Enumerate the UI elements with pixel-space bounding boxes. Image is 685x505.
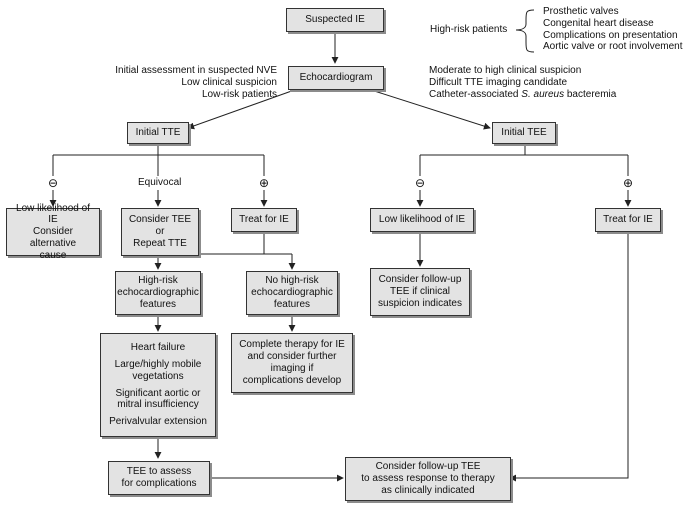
box-line: as clinically indicated bbox=[381, 484, 475, 496]
high-risk-features-box: High-risk echocardiographic features bbox=[115, 271, 201, 315]
tte-low-likelihood-box: Low likelihood of IE Consider alternativ… bbox=[6, 203, 100, 261]
box-line: No high-risk bbox=[265, 275, 319, 287]
box-line: echocardiographic bbox=[251, 287, 333, 299]
left-criteria: Initial assessment in suspected NVE Low … bbox=[60, 65, 277, 100]
box-line: imaging if bbox=[270, 363, 314, 374]
box-line: and consider further bbox=[247, 351, 337, 363]
suspected-ie-box: Suspected IE bbox=[286, 8, 384, 32]
initial-tee-label: Initial TEE bbox=[501, 127, 547, 139]
complete-therapy-box: Complete therapy for IE and consider fur… bbox=[231, 333, 353, 393]
box-line: Consider follow-up TEE bbox=[375, 461, 481, 473]
tee-treat-box: Treat for IE bbox=[595, 208, 661, 232]
treat-label: Treat for IE bbox=[603, 214, 653, 226]
tee-low-likelihood-box: Low likelihood of IE bbox=[370, 208, 474, 232]
box-line: TEE to assess bbox=[126, 466, 192, 478]
box-line: echocardiographic bbox=[117, 287, 199, 299]
tee-assess-complications-box: TEE to assess for complications bbox=[108, 461, 210, 495]
initial-tte-box: Initial TTE bbox=[127, 122, 189, 144]
consider-tee-box: Consider TEE or Repeat TTE bbox=[121, 208, 199, 256]
initial-tee-box: Initial TEE bbox=[492, 122, 556, 144]
box-line: Consider follow-up bbox=[378, 274, 462, 286]
box-line: High-risk bbox=[138, 275, 178, 287]
high-risk-features-list-box: Heart failure Large/highly mobile vegeta… bbox=[100, 333, 216, 437]
organism-name: S. aureus bbox=[521, 88, 565, 100]
box-line: Low likelihood of IE bbox=[16, 202, 90, 226]
box-line: Complete therapy for IE bbox=[239, 339, 345, 351]
box-line: for complications bbox=[121, 478, 197, 489]
suspected-ie-label: Suspected IE bbox=[305, 14, 365, 26]
no-high-risk-features-box: No high-risk echocardiographic features bbox=[246, 271, 338, 315]
criteria-line: Difficult TTE imaging candidate bbox=[429, 76, 568, 88]
criteria-line: Catheter-associated S. aureus bacteremia bbox=[429, 89, 616, 101]
box-line: TEE if clinical bbox=[389, 286, 450, 298]
right-criteria: Moderate to high clinical suspicion Diff… bbox=[429, 65, 616, 100]
high-risk-item: Prosthetic valves bbox=[543, 6, 619, 17]
negative-result-icon: ⊖ bbox=[414, 176, 426, 190]
criteria-line: Low-risk patients bbox=[201, 88, 277, 100]
positive-result-icon: ⊕ bbox=[622, 176, 634, 190]
high-risk-patients-label: High-risk patients bbox=[430, 24, 508, 35]
box-line: or bbox=[155, 226, 165, 238]
box-line: cause bbox=[39, 249, 67, 261]
box-line: complications develop bbox=[242, 374, 342, 386]
feature-item: Heart failure bbox=[130, 342, 186, 354]
initial-tte-label: Initial TTE bbox=[135, 127, 181, 139]
echocardiogram-box: Echocardiogram bbox=[288, 66, 384, 90]
negative-result-icon: ⊖ bbox=[47, 176, 59, 190]
box-line: Repeat TTE bbox=[133, 237, 187, 249]
feature-item: Significant aortic or mitral insufficien… bbox=[115, 387, 201, 411]
box-line: features bbox=[139, 298, 177, 310]
criteria-prefix: Catheter-associated bbox=[429, 88, 522, 100]
low-likelihood-label: Low likelihood of IE bbox=[378, 214, 466, 226]
criteria-line: Initial assessment in suspected NVE bbox=[115, 65, 277, 76]
echocardiogram-label: Echocardiogram bbox=[299, 72, 373, 84]
criteria-line: Low clinical suspicion bbox=[181, 76, 277, 88]
treat-label: Treat for IE bbox=[239, 214, 289, 226]
criteria-suffix: bacteremia bbox=[564, 88, 617, 100]
box-line: features bbox=[273, 298, 311, 310]
box-line: to assess response to therapy bbox=[361, 473, 495, 485]
high-risk-item: Complications on presentation bbox=[543, 29, 678, 41]
high-risk-item: Aortic valve or root involvement bbox=[543, 41, 683, 53]
box-line: suspicion indicates bbox=[378, 297, 462, 309]
tee-follow-up-box: Consider follow-up TEE if clinical suspi… bbox=[370, 268, 470, 316]
box-line: Consider TEE bbox=[128, 214, 192, 226]
high-risk-patients-list: Prosthetic valves Congenital heart disea… bbox=[543, 6, 683, 53]
equivocal-label: Equivocal bbox=[138, 177, 182, 188]
final-follow-up-box: Consider follow-up TEE to assess respons… bbox=[345, 457, 511, 501]
feature-item: Large/highly mobile vegetations bbox=[114, 358, 202, 382]
high-risk-item: Congenital heart disease bbox=[543, 17, 654, 29]
tte-treat-box: Treat for IE bbox=[231, 208, 297, 232]
feature-item: Perivalvular extension bbox=[109, 416, 207, 428]
positive-result-icon: ⊕ bbox=[258, 176, 270, 190]
box-line: Consider alternative bbox=[29, 226, 77, 249]
criteria-line: Moderate to high clinical suspicion bbox=[429, 65, 582, 76]
